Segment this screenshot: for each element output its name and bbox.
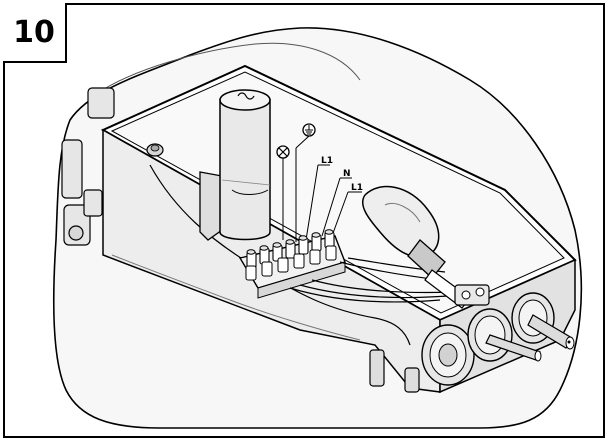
housing-left-details	[61, 87, 115, 246]
external-cable-right	[527, 314, 575, 350]
external-cable-middle	[485, 334, 542, 362]
capacitor	[219, 89, 271, 241]
cable-clamp	[454, 284, 490, 306]
label-n: N	[343, 169, 351, 179]
step-number: 10	[13, 14, 55, 50]
screw-post	[146, 143, 164, 157]
earth-ground-icon	[295, 123, 316, 242]
step-number-box: 10	[3, 3, 67, 63]
capacitor-bracket	[199, 171, 223, 241]
terminal-block	[238, 229, 346, 299]
label-leaders	[305, 164, 362, 241]
housing-inner-contour	[94, 42, 361, 96]
lamp-symbol-icon	[276, 145, 290, 240]
box-feet	[369, 349, 420, 393]
cable-gland-left	[421, 324, 475, 386]
label-l1-bottom: L1	[351, 183, 363, 193]
label-l1-top: L1	[321, 156, 333, 166]
inner-cavity-floor	[111, 254, 361, 341]
